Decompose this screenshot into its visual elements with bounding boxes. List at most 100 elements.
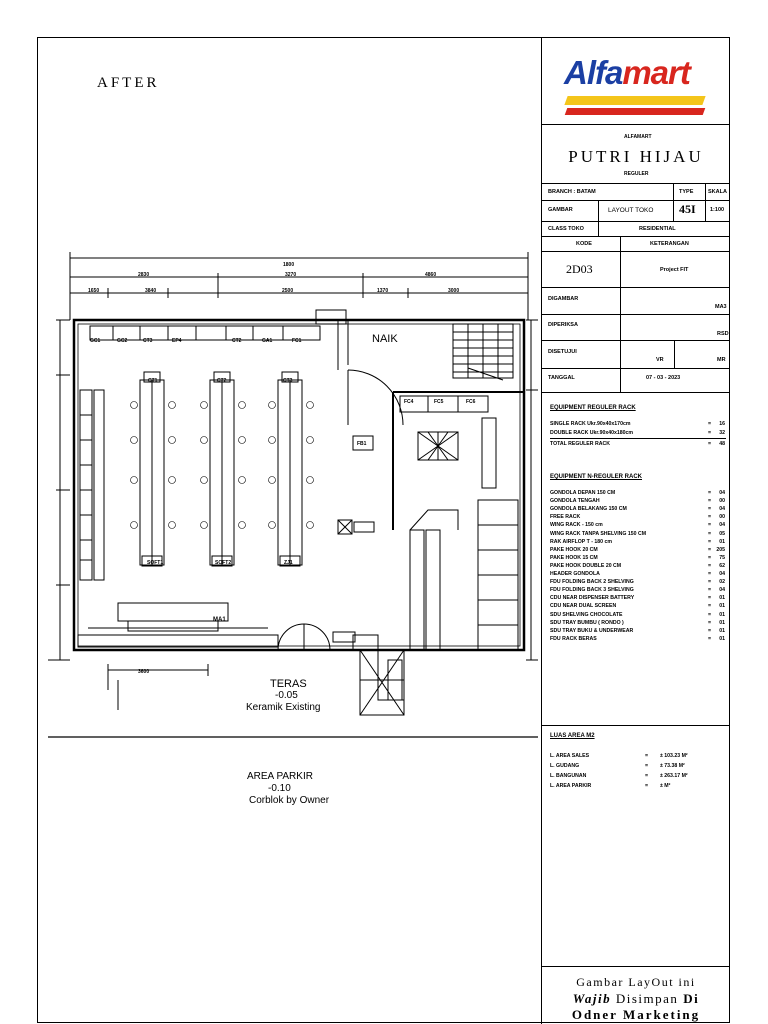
row-value: 75 bbox=[719, 554, 725, 561]
rack-label: FC5 bbox=[434, 399, 444, 405]
rule bbox=[674, 340, 675, 368]
row-value: 01 bbox=[719, 538, 725, 545]
parkir-note: Corblok by Owner bbox=[249, 795, 330, 806]
row-label: WING RACK TANPA SHELVING 150 CM bbox=[550, 530, 647, 537]
row-value: 04 bbox=[719, 587, 725, 594]
equals-sign: = bbox=[707, 554, 711, 561]
footer-wajib: Wajib bbox=[572, 991, 612, 1006]
equip-nonreg-title: EQUIPMENT N-REGULER RACK bbox=[550, 474, 643, 480]
teras-label: TERAS bbox=[270, 678, 307, 690]
equipment-row: GONDOLA DEPAN 150 CM=04 bbox=[550, 490, 725, 498]
equals-sign: = bbox=[707, 562, 711, 569]
disetujui-value-2: MR bbox=[717, 357, 726, 363]
luas-label: L. AREA SALES bbox=[550, 753, 590, 759]
equip-reg-total: TOTAL REGULER RACK = 48 bbox=[550, 441, 725, 449]
rack-label: FC4 bbox=[404, 399, 414, 405]
row-label: HEADER GONDOLA bbox=[550, 571, 600, 577]
luas-label: L. AREA PARKIR bbox=[550, 783, 592, 789]
rack-label: MA1 bbox=[213, 617, 226, 623]
row-label: SDU SHELVING CHOCOLATE bbox=[550, 611, 623, 618]
equals-sign: = bbox=[707, 538, 711, 545]
equals-sign: = bbox=[707, 506, 711, 513]
row-label: SDU TRAY BUKU & UNDERWEAR bbox=[550, 627, 634, 634]
equals-sign: = bbox=[707, 571, 711, 577]
logo-mart: mart bbox=[622, 54, 691, 91]
equals-sign: = bbox=[707, 595, 711, 602]
equipment-row: FDU FOLDING BACK 3 SHELVING=04 bbox=[550, 587, 725, 595]
keterangan-label: KETERANGAN bbox=[650, 241, 689, 247]
footer-line-2: Wajib Disimpan Di bbox=[542, 991, 730, 1007]
dim-label: 2500 bbox=[282, 288, 294, 294]
rule bbox=[542, 251, 730, 252]
rule bbox=[542, 287, 730, 288]
equals-sign: = bbox=[645, 783, 649, 789]
equipment-row: HEADER GONDOLA=04 bbox=[550, 571, 725, 579]
row-value: 01 bbox=[719, 611, 725, 618]
equip-reg-title: EQUIPMENT REGULER RACK bbox=[550, 405, 636, 411]
row-label: FREE RACK bbox=[550, 514, 581, 521]
rule bbox=[598, 221, 599, 236]
row-label: DOUBLE RACK Ukr.90x40x180cm bbox=[550, 430, 634, 436]
row-value: 00 bbox=[719, 514, 725, 521]
equals-sign: = bbox=[707, 530, 711, 537]
row-value: 04 bbox=[719, 490, 725, 496]
equals-sign: = bbox=[707, 522, 711, 529]
row-label: PAKE HOOK 15 CM bbox=[550, 554, 598, 561]
luas-label: L. GUDANG bbox=[550, 763, 580, 769]
row-value: 00 bbox=[719, 498, 725, 505]
row-label: SINGLE RACK Ukr.90x40x170cm bbox=[550, 421, 631, 427]
rack-label: CT3 bbox=[283, 378, 293, 384]
row-label: PAKE HOOK 20 CM bbox=[550, 546, 598, 553]
row-label: GONDOLA BELAKANG 150 CM bbox=[550, 506, 627, 513]
dim-label: 2830 bbox=[138, 272, 150, 278]
disetujui-label: DISETUJUI bbox=[548, 349, 577, 355]
equipment-row: GONDOLA TENGAH=00 bbox=[550, 498, 725, 506]
row-value: 01 bbox=[719, 635, 725, 642]
teras-level: -0.05 bbox=[275, 690, 298, 701]
row-value: 16 bbox=[719, 421, 725, 427]
skala-value: 1:100 bbox=[710, 207, 725, 213]
equipment-row: PAKE HOOK DOUBLE 20 CM=62 bbox=[550, 563, 725, 571]
row-value: 05 bbox=[719, 530, 725, 537]
row-value: 01 bbox=[719, 603, 725, 610]
equals-sign: = bbox=[707, 490, 711, 496]
diperiksa-label: DIPERIKSA bbox=[548, 322, 578, 328]
equip-total-label: TOTAL REGULER RACK bbox=[550, 441, 610, 447]
equals-sign: = bbox=[707, 635, 711, 642]
dim-label: 3600 bbox=[138, 669, 150, 675]
dim-label: 1800 bbox=[283, 262, 295, 268]
class-label: CLASS TOKO bbox=[548, 226, 584, 232]
luas-value: ± 73.38 M² bbox=[660, 763, 685, 769]
rule bbox=[542, 340, 730, 341]
dim-label: 3270 bbox=[285, 272, 297, 278]
equipment-row: PAKE HOOK 15 CM = 75 bbox=[550, 555, 725, 563]
luas-value: ± 263.17 M² bbox=[660, 773, 688, 779]
row-label: RAK AIRFLOP T - 180 cm bbox=[550, 538, 612, 545]
rack-label: CT2 bbox=[217, 378, 227, 384]
equals-sign: = bbox=[645, 753, 649, 759]
equipment-row: CDU NEAR DISPENSER BATTERY=01 bbox=[550, 595, 725, 603]
store-type: REGULER bbox=[624, 171, 649, 177]
diperiksa-value: RSD bbox=[717, 331, 729, 337]
rule bbox=[542, 236, 730, 237]
equals-sign: = bbox=[707, 441, 711, 447]
rack-label: CT1 bbox=[148, 378, 158, 384]
row-value: 01 bbox=[719, 595, 725, 602]
equipment-row: SINGLE RACK Ukr.90x40x170cm=16 bbox=[550, 421, 725, 429]
equip-total-value: 48 bbox=[719, 441, 725, 447]
rule bbox=[542, 221, 730, 222]
dim-label: 3840 bbox=[145, 288, 157, 294]
row-label: FDU FOLDING BACK 3 SHELVING bbox=[550, 587, 634, 594]
rack-label: SOFT2 bbox=[215, 560, 232, 566]
row-value: 62 bbox=[719, 562, 725, 569]
keterangan-value: Project FIT bbox=[660, 267, 689, 273]
row-value: 205 bbox=[716, 546, 725, 553]
bay-label: FC1 bbox=[292, 338, 302, 344]
row-label: WING RACK - 150 cm bbox=[550, 522, 603, 529]
equals-sign: = bbox=[707, 603, 711, 610]
equipment-row: SDU TRAY BUKU & UNDERWEAR=01 bbox=[550, 628, 725, 636]
equipment-row: RAK AIRFLOP T - 180 cm = 01 bbox=[550, 539, 725, 547]
rule bbox=[542, 368, 730, 369]
equals-sign: = bbox=[645, 773, 649, 779]
dim-label: 1650 bbox=[88, 288, 100, 294]
